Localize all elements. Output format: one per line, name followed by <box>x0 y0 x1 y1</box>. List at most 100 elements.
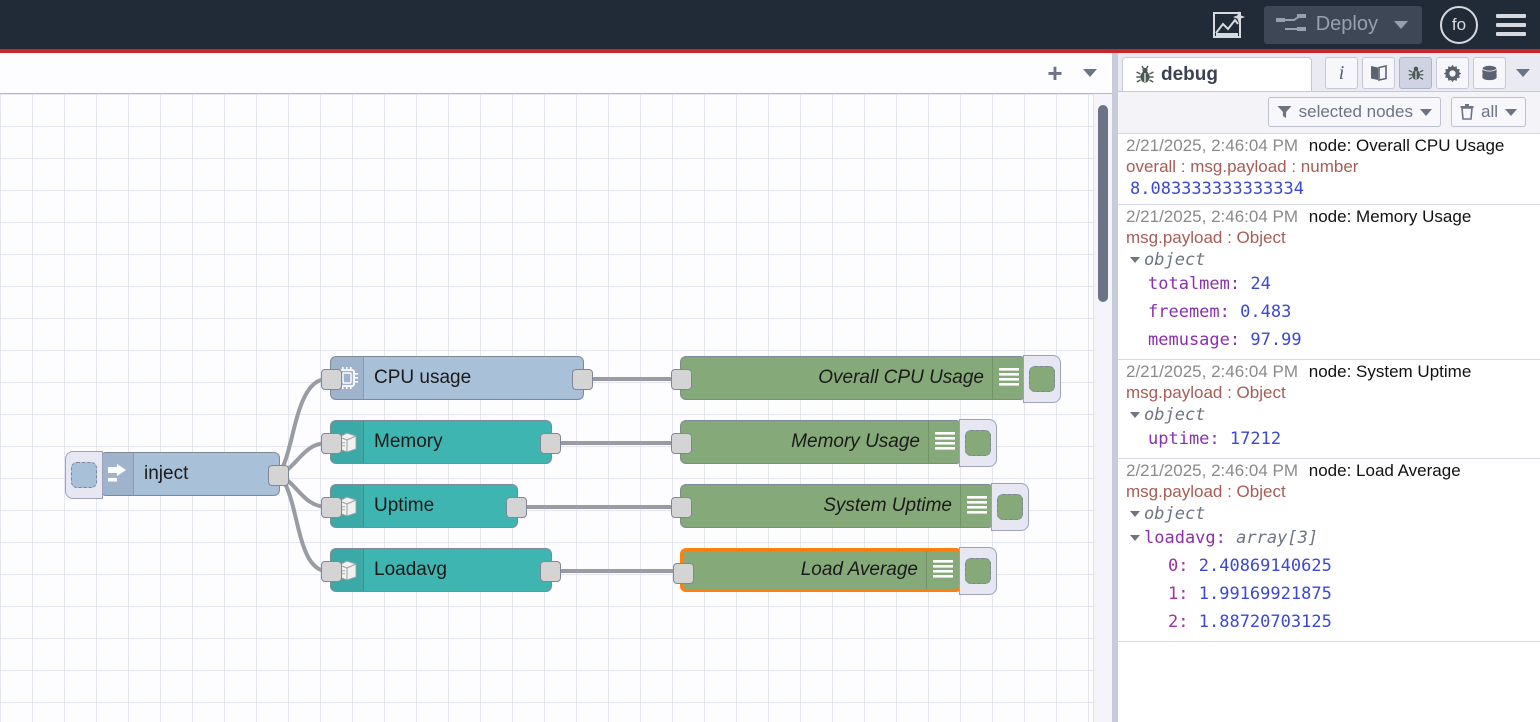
node-cpu-usage[interactable]: CPU usage <box>321 356 593 400</box>
node-inject[interactable]: inject <box>65 451 289 499</box>
node-debug-system-uptime[interactable]: System Uptime <box>671 483 1029 531</box>
node-label: Loadavg <box>374 559 447 580</box>
help-book-icon[interactable] <box>1362 57 1395 89</box>
node-loadavg[interactable]: Loadavg <box>321 548 561 592</box>
node-label: Memory <box>374 431 443 452</box>
debug-node-filter-button[interactable]: selected nodes <box>1267 97 1441 127</box>
input-port[interactable] <box>321 497 342 518</box>
deploy-button[interactable]: Deploy <box>1263 5 1422 44</box>
ai-sparkle-icon[interactable] <box>1212 9 1246 41</box>
debug-enable-toggle[interactable] <box>959 547 997 595</box>
debug-message-header: 2/21/2025, 2:46:04 PM node: Memory Usage <box>1126 207 1532 227</box>
debug-clear-button[interactable]: all <box>1450 97 1526 127</box>
property-value: 0.483 <box>1240 301 1292 322</box>
output-port[interactable] <box>540 433 561 454</box>
debug-message[interactable]: 2/21/2025, 2:46:04 PM node: Load Average… <box>1118 459 1540 643</box>
inject-arrow-icon <box>101 453 134 495</box>
debug-property-row: totalmem: 24 <box>1148 273 1271 294</box>
hamburger-menu-icon[interactable] <box>1496 10 1526 40</box>
node-memory[interactable]: Memory <box>321 420 561 464</box>
scrollbar-thumb[interactable] <box>1098 105 1108 302</box>
input-port[interactable] <box>321 369 342 390</box>
chevron-down-icon <box>1419 108 1432 116</box>
debug-property-row: freemem: 0.483 <box>1148 301 1292 322</box>
property-key: uptime <box>1148 428 1210 449</box>
flow-list-button[interactable] <box>1076 56 1104 90</box>
debug-array-row[interactable]: loadavg: array[3] <box>1126 524 1532 552</box>
debug-message-list[interactable]: 2/21/2025, 2:46:04 PM node: Overall CPU … <box>1118 133 1540 722</box>
debug-lines-icon <box>928 421 961 463</box>
debug-timestamp: 2/21/2025, 2:46:04 PM <box>1126 206 1299 226</box>
debug-object-root[interactable]: object <box>1126 504 1532 524</box>
trash-icon <box>1460 104 1474 120</box>
canvas-vertical-scrollbar[interactable] <box>1093 94 1112 722</box>
flow-canvas[interactable]: inject <box>0 94 1093 722</box>
debug-source-node[interactable]: node: Load Average <box>1308 461 1461 480</box>
debug-object-root[interactable]: object <box>1126 250 1532 270</box>
array-index: 1 <box>1168 584 1179 605</box>
debug-value: 8.083333333333334 <box>1130 178 1304 199</box>
node-debug-load-average[interactable]: Load Average <box>673 547 997 595</box>
debug-array-item: 1: 1.99169921875 <box>1168 584 1332 605</box>
debug-node-filter-label: selected nodes <box>1298 102 1413 121</box>
output-port[interactable] <box>540 561 561 582</box>
output-port[interactable] <box>506 497 527 518</box>
object-root-label: object <box>1144 404 1206 425</box>
input-port[interactable] <box>673 563 694 584</box>
debug-lines-icon <box>960 485 993 527</box>
wire-layer <box>272 377 678 573</box>
server-box-icon <box>331 549 364 591</box>
debug-enable-toggle[interactable] <box>959 419 997 467</box>
input-port[interactable] <box>671 433 692 454</box>
sidebar-tab-debug[interactable]: debug <box>1122 57 1312 91</box>
property-value: 17212 <box>1229 428 1282 449</box>
collapse-triangle-icon[interactable] <box>1130 411 1140 418</box>
output-port[interactable] <box>572 369 593 390</box>
debug-lines-icon <box>926 551 959 589</box>
node-debug-memory-usage[interactable]: Memory Usage <box>671 419 997 467</box>
input-port[interactable] <box>671 369 692 390</box>
debug-topic: msg.payload : Object <box>1126 482 1286 501</box>
deploy-icon <box>1275 13 1306 31</box>
deploy-dropdown-caret[interactable] <box>1394 20 1408 29</box>
add-flow-button[interactable]: + <box>1047 58 1063 88</box>
debug-timestamp: 2/21/2025, 2:46:04 PM <box>1126 362 1299 382</box>
panel-splitter[interactable] <box>1112 53 1118 722</box>
debug-object-root[interactable]: object <box>1126 405 1532 425</box>
sidebar: debug i <box>1118 53 1540 722</box>
debug-source-node[interactable]: node: Memory Usage <box>1308 206 1472 226</box>
input-port[interactable] <box>321 433 342 454</box>
config-gear-icon[interactable] <box>1436 57 1469 89</box>
debug-source-node[interactable]: node: Overall CPU Usage <box>1308 136 1505 155</box>
collapse-triangle-icon[interactable] <box>1130 510 1140 517</box>
inject-trigger-button[interactable] <box>65 451 103 499</box>
output-port[interactable] <box>268 465 289 486</box>
array-index: 2 <box>1168 612 1179 633</box>
sidebar-more-icon[interactable] <box>1510 58 1536 88</box>
info-icon[interactable]: i <box>1325 57 1358 89</box>
debug-enable-toggle[interactable] <box>991 483 1029 531</box>
debug-message[interactable]: 2/21/2025, 2:46:04 PM node: System Uptim… <box>1118 360 1540 459</box>
flow-tab-bar: + <box>0 53 1112 94</box>
debug-source-node[interactable]: node: System Uptime <box>1308 362 1472 382</box>
debug-message[interactable]: 2/21/2025, 2:46:04 PM node: Memory Usage… <box>1118 204 1540 361</box>
debug-enable-toggle[interactable] <box>1023 355 1061 403</box>
user-avatar[interactable]: fo <box>1440 5 1478 44</box>
sidebar-tab-label: debug <box>1161 63 1218 85</box>
collapse-triangle-icon[interactable] <box>1130 534 1140 541</box>
debug-bug-icon[interactable] <box>1399 57 1432 89</box>
input-port[interactable] <box>321 561 342 582</box>
node-label: Load Average <box>800 559 918 580</box>
node-label: Uptime <box>374 495 435 516</box>
debug-timestamp: 2/21/2025, 2:46:04 PM <box>1126 461 1299 480</box>
debug-message[interactable]: 2/21/2025, 2:46:04 PM node: Overall CPU … <box>1118 134 1540 205</box>
debug-array-item: 2: 1.88720703125 <box>1168 612 1332 633</box>
debug-property-row: uptime: 17212 <box>1148 428 1282 449</box>
property-key: memusage <box>1148 329 1230 350</box>
node-uptime[interactable]: Uptime <box>321 484 527 528</box>
debug-topic: overall : msg.payload : number <box>1126 157 1359 176</box>
input-port[interactable] <box>671 497 692 518</box>
context-stack-icon[interactable] <box>1473 57 1506 89</box>
collapse-triangle-icon[interactable] <box>1130 256 1140 263</box>
node-debug-overall-cpu-usage[interactable]: Overall CPU Usage <box>671 355 1061 403</box>
